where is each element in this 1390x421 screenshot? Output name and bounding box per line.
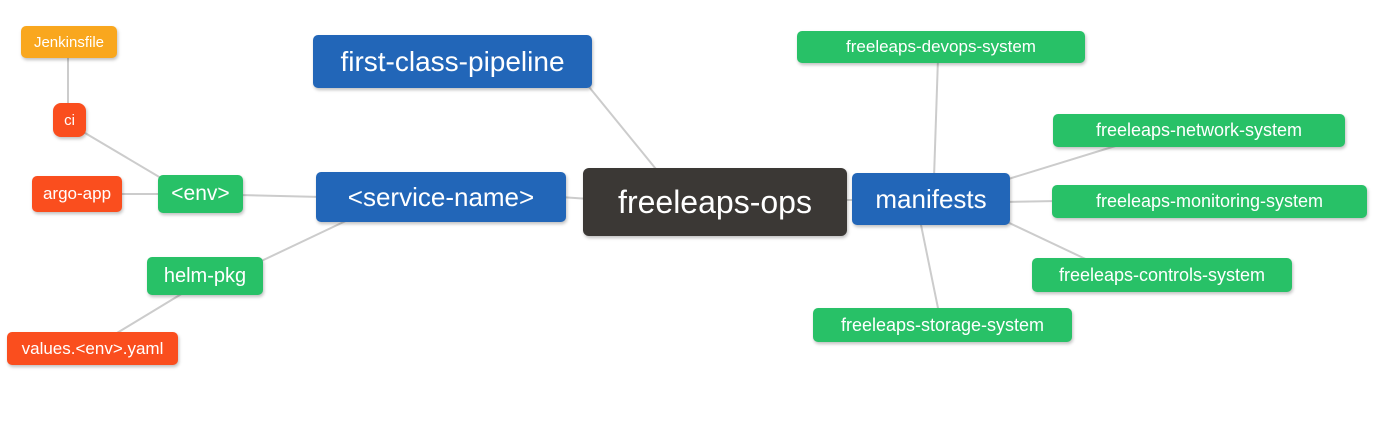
node-ci[interactable]: ci xyxy=(53,103,86,137)
node-freeleaps-devops-system[interactable]: freeleaps-devops-system xyxy=(797,31,1085,63)
edge-ci-to-env xyxy=(79,129,167,182)
edge-manifests-to-freeleaps-network-system xyxy=(1004,143,1123,181)
node-argo-app[interactable]: argo-app xyxy=(32,176,122,212)
node-freeleaps-monitoring-system[interactable]: freeleaps-monitoring-system xyxy=(1052,185,1367,218)
node-first-class-pipeline[interactable]: first-class-pipeline xyxy=(313,35,592,88)
node-helm-pkg[interactable]: helm-pkg xyxy=(147,257,263,295)
edge-env-to-service-name xyxy=(237,194,323,198)
node-freeleaps-network-system[interactable]: freeleaps-network-system xyxy=(1053,114,1345,147)
node-freeleaps-storage-system[interactable]: freeleaps-storage-system xyxy=(813,308,1072,342)
edge-manifests-to-freeleaps-devops-system xyxy=(933,57,939,179)
edge-manifests-to-freeleaps-storage-system xyxy=(919,219,940,314)
node-env[interactable]: <env> xyxy=(158,175,243,213)
edge-manifests-to-freeleaps-monitoring-system xyxy=(1004,200,1059,203)
node-freeleaps-controls-system[interactable]: freeleaps-controls-system xyxy=(1032,258,1292,292)
node-values-env-yaml[interactable]: values.<env>.yaml xyxy=(7,332,178,365)
edge-manifests-to-freeleaps-controls-system xyxy=(1002,219,1095,264)
edge-values-env-yaml-to-helm-pkg xyxy=(111,289,189,337)
node-manifests[interactable]: manifests xyxy=(852,173,1010,225)
edge-helm-pkg-to-service-name xyxy=(254,217,353,265)
edge-first-class-pipeline-to-freeleaps-ops xyxy=(584,81,661,175)
node-service-name[interactable]: <service-name> xyxy=(316,172,566,222)
node-jenkinsfile[interactable]: Jenkinsfile xyxy=(21,26,117,58)
node-freeleaps-ops[interactable]: freeleaps-ops xyxy=(583,168,847,236)
